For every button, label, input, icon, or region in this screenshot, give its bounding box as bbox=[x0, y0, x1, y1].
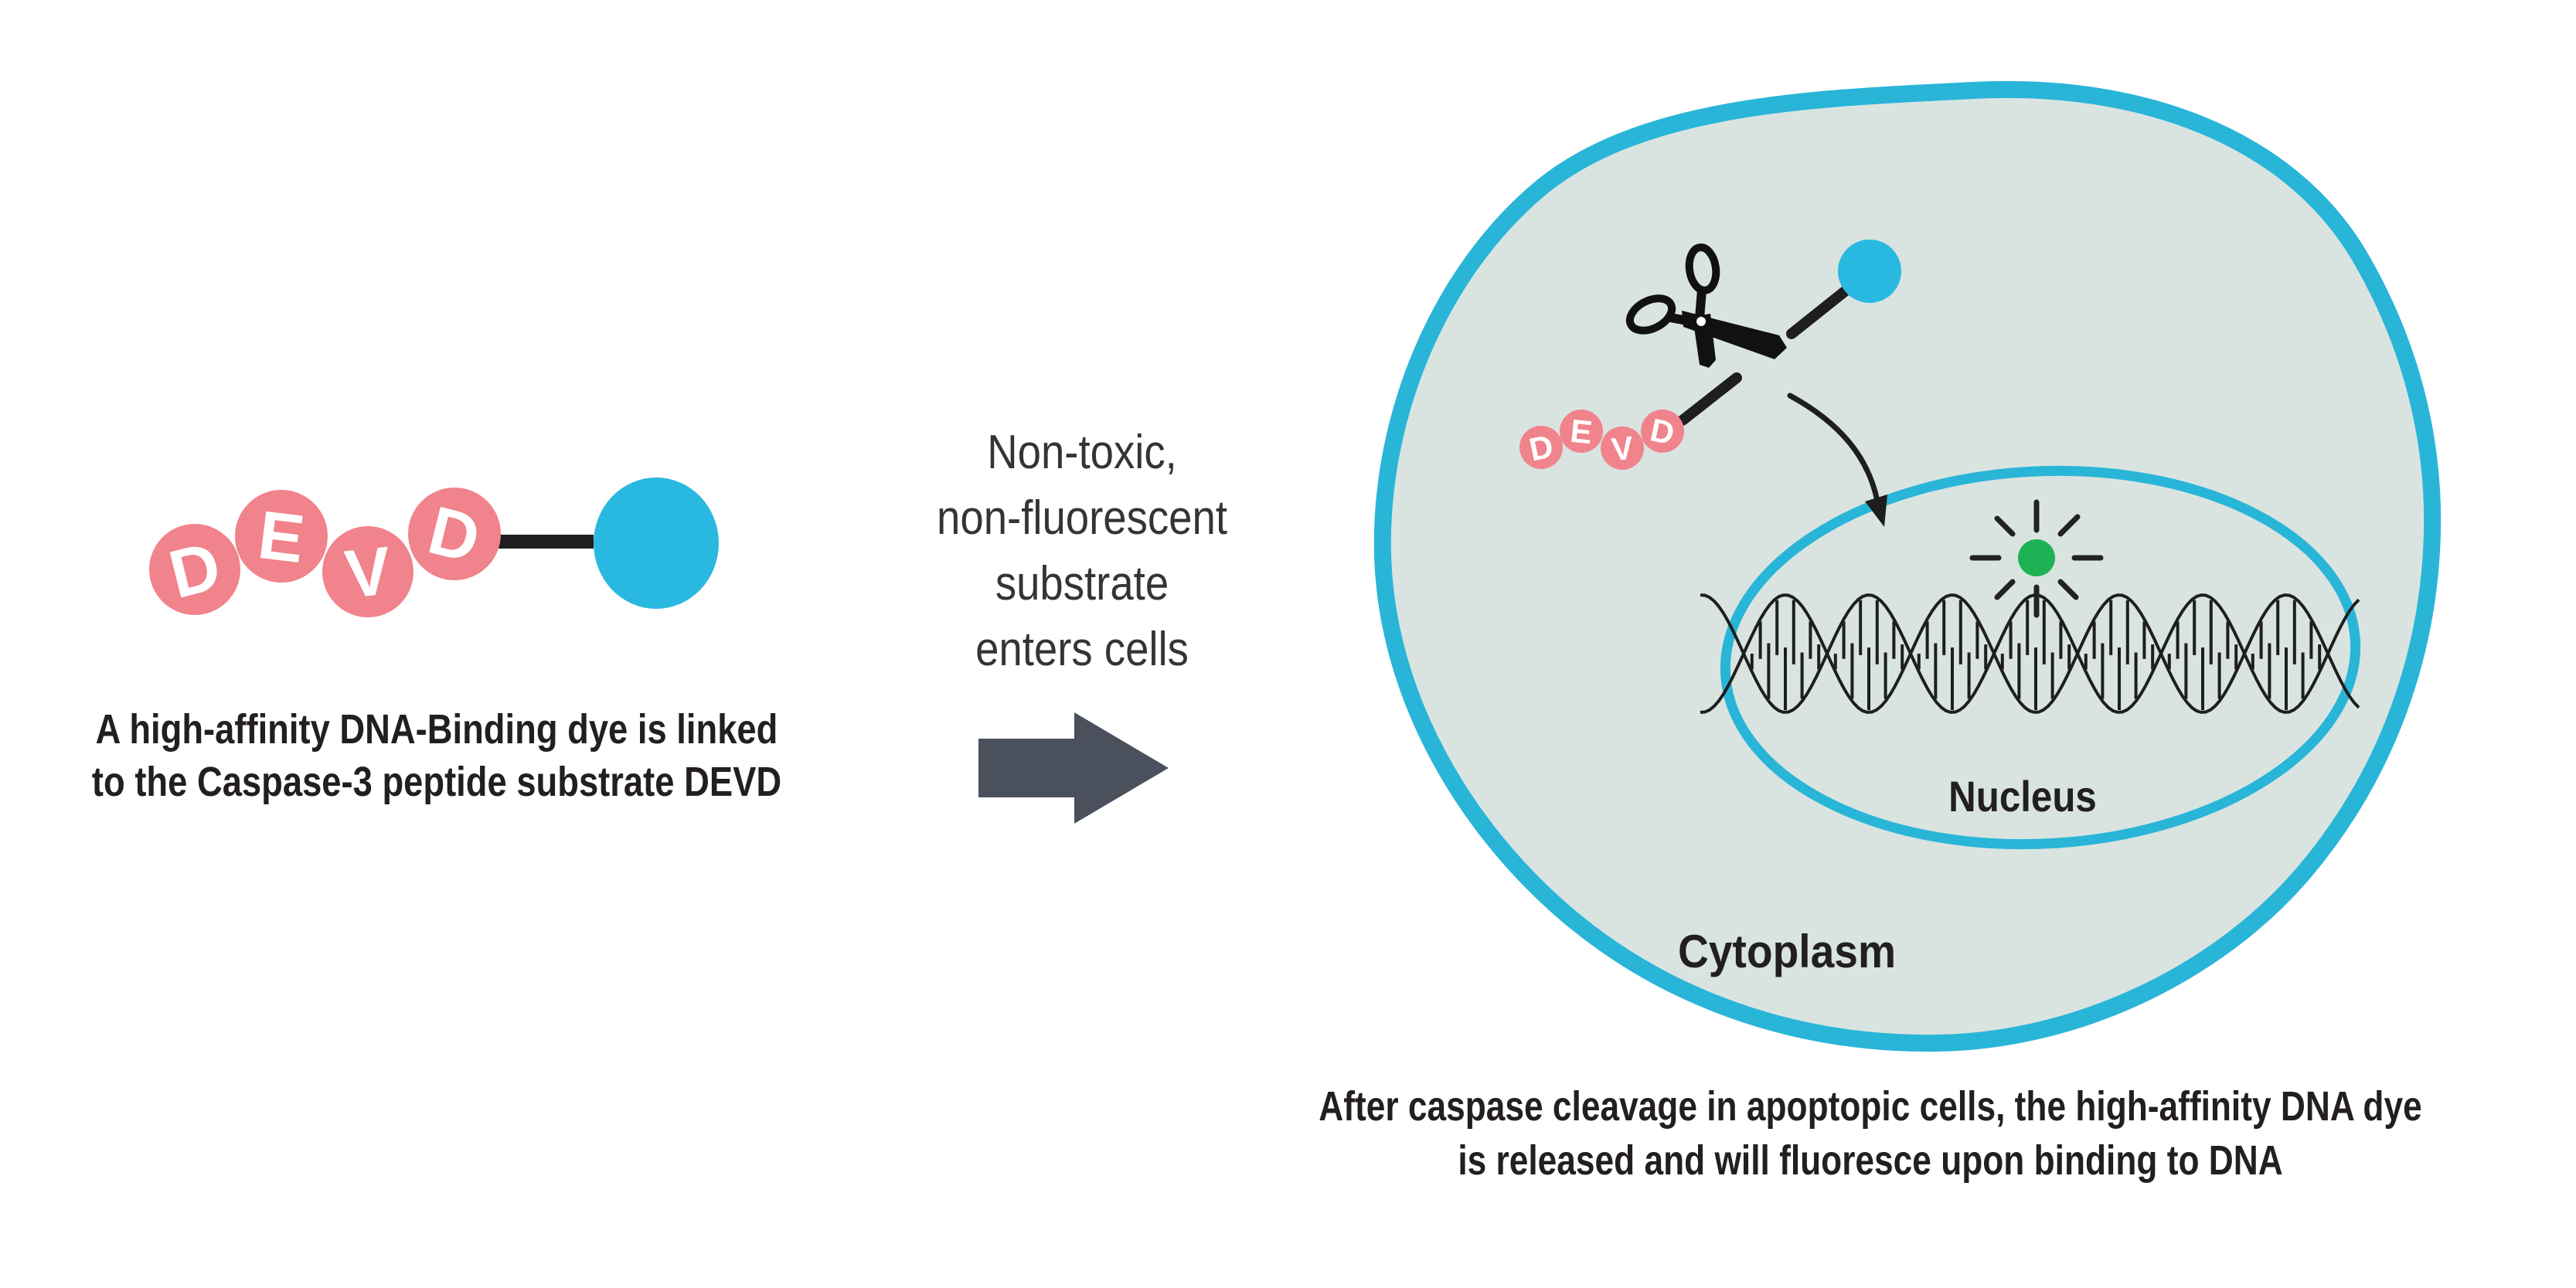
substrate-molecule: D E V D bbox=[149, 477, 719, 617]
nucleus-membrane bbox=[1720, 465, 2361, 850]
scissors-icon bbox=[1625, 243, 1787, 368]
bottom-caption-line1: After caspase cleavage in apoptopic cell… bbox=[1319, 1083, 2421, 1130]
scissors-blade-down bbox=[1693, 314, 1716, 368]
peptide-letter-small: V bbox=[1610, 430, 1635, 468]
peptide-bead-d2-small bbox=[1641, 410, 1684, 453]
peptide-bead-e-small bbox=[1560, 410, 1603, 453]
step-text-line2: non-fluorescent bbox=[937, 491, 1227, 545]
dna-dye-circle-small bbox=[1838, 240, 1901, 303]
peptide-letter: E bbox=[254, 496, 308, 577]
flow-arrow-icon bbox=[978, 712, 1169, 824]
peptide-bead-d2 bbox=[408, 488, 501, 580]
cytoplasm-label: Cytoplasm bbox=[1678, 926, 1896, 978]
step-text: Non-toxic, non-fluorescent substrate ent… bbox=[937, 426, 1227, 676]
left-caption-line1: A high-affinity DNA-Binding dye is linke… bbox=[96, 705, 778, 753]
cell: D E V D Nucleus Cytoplasm bbox=[1373, 80, 2442, 1052]
peptide-bead-d1-small bbox=[1519, 426, 1563, 469]
fluorescent-dye-dot bbox=[1969, 499, 2104, 618]
peptide-bead-d1 bbox=[149, 524, 240, 615]
scissors-neck-top bbox=[1695, 289, 1707, 319]
scissors-handle-left bbox=[1625, 294, 1676, 335]
cleaved-substrate: D E V D bbox=[1519, 240, 1901, 470]
bottom-caption-line2: is released and will fluoresce upon bind… bbox=[1458, 1137, 2282, 1184]
peptide-letter-small: E bbox=[1569, 413, 1594, 451]
green-dye-circle bbox=[2018, 539, 2055, 576]
step-text-line4: enters cells bbox=[975, 623, 1189, 676]
peptide-letter: V bbox=[342, 532, 395, 613]
dna-strand bbox=[1700, 593, 2360, 714]
peptide-bead-v bbox=[322, 526, 413, 617]
nucleus-label: Nucleus bbox=[1948, 773, 2097, 821]
peptide-bead-v-small bbox=[1601, 427, 1644, 470]
dna-dye-circle bbox=[594, 477, 719, 609]
dna-strand bbox=[1700, 593, 2360, 714]
peptide-bead-e bbox=[235, 490, 328, 583]
step-text-line3: substrate bbox=[995, 557, 1169, 610]
bottom-caption: After caspase cleavage in apoptopic cell… bbox=[1319, 1083, 2421, 1184]
step-text-line1: Non-toxic, bbox=[987, 426, 1177, 479]
left-caption-line2: to the Caspase-3 peptide substrate DEVD bbox=[92, 758, 781, 805]
linker-cut-upper bbox=[1786, 283, 1854, 339]
left-caption: A high-affinity DNA-Binding dye is linke… bbox=[92, 705, 781, 805]
glow-rays-icon bbox=[1969, 499, 2104, 618]
entry-arrow-shaft bbox=[1787, 393, 1880, 501]
entry-arrow-head bbox=[1865, 494, 1887, 527]
dna-helix-icon bbox=[1700, 593, 2360, 714]
scissors-pivot bbox=[1696, 317, 1706, 326]
entry-arrow-icon bbox=[1787, 393, 1887, 527]
linker-cut-lower bbox=[1677, 372, 1742, 426]
